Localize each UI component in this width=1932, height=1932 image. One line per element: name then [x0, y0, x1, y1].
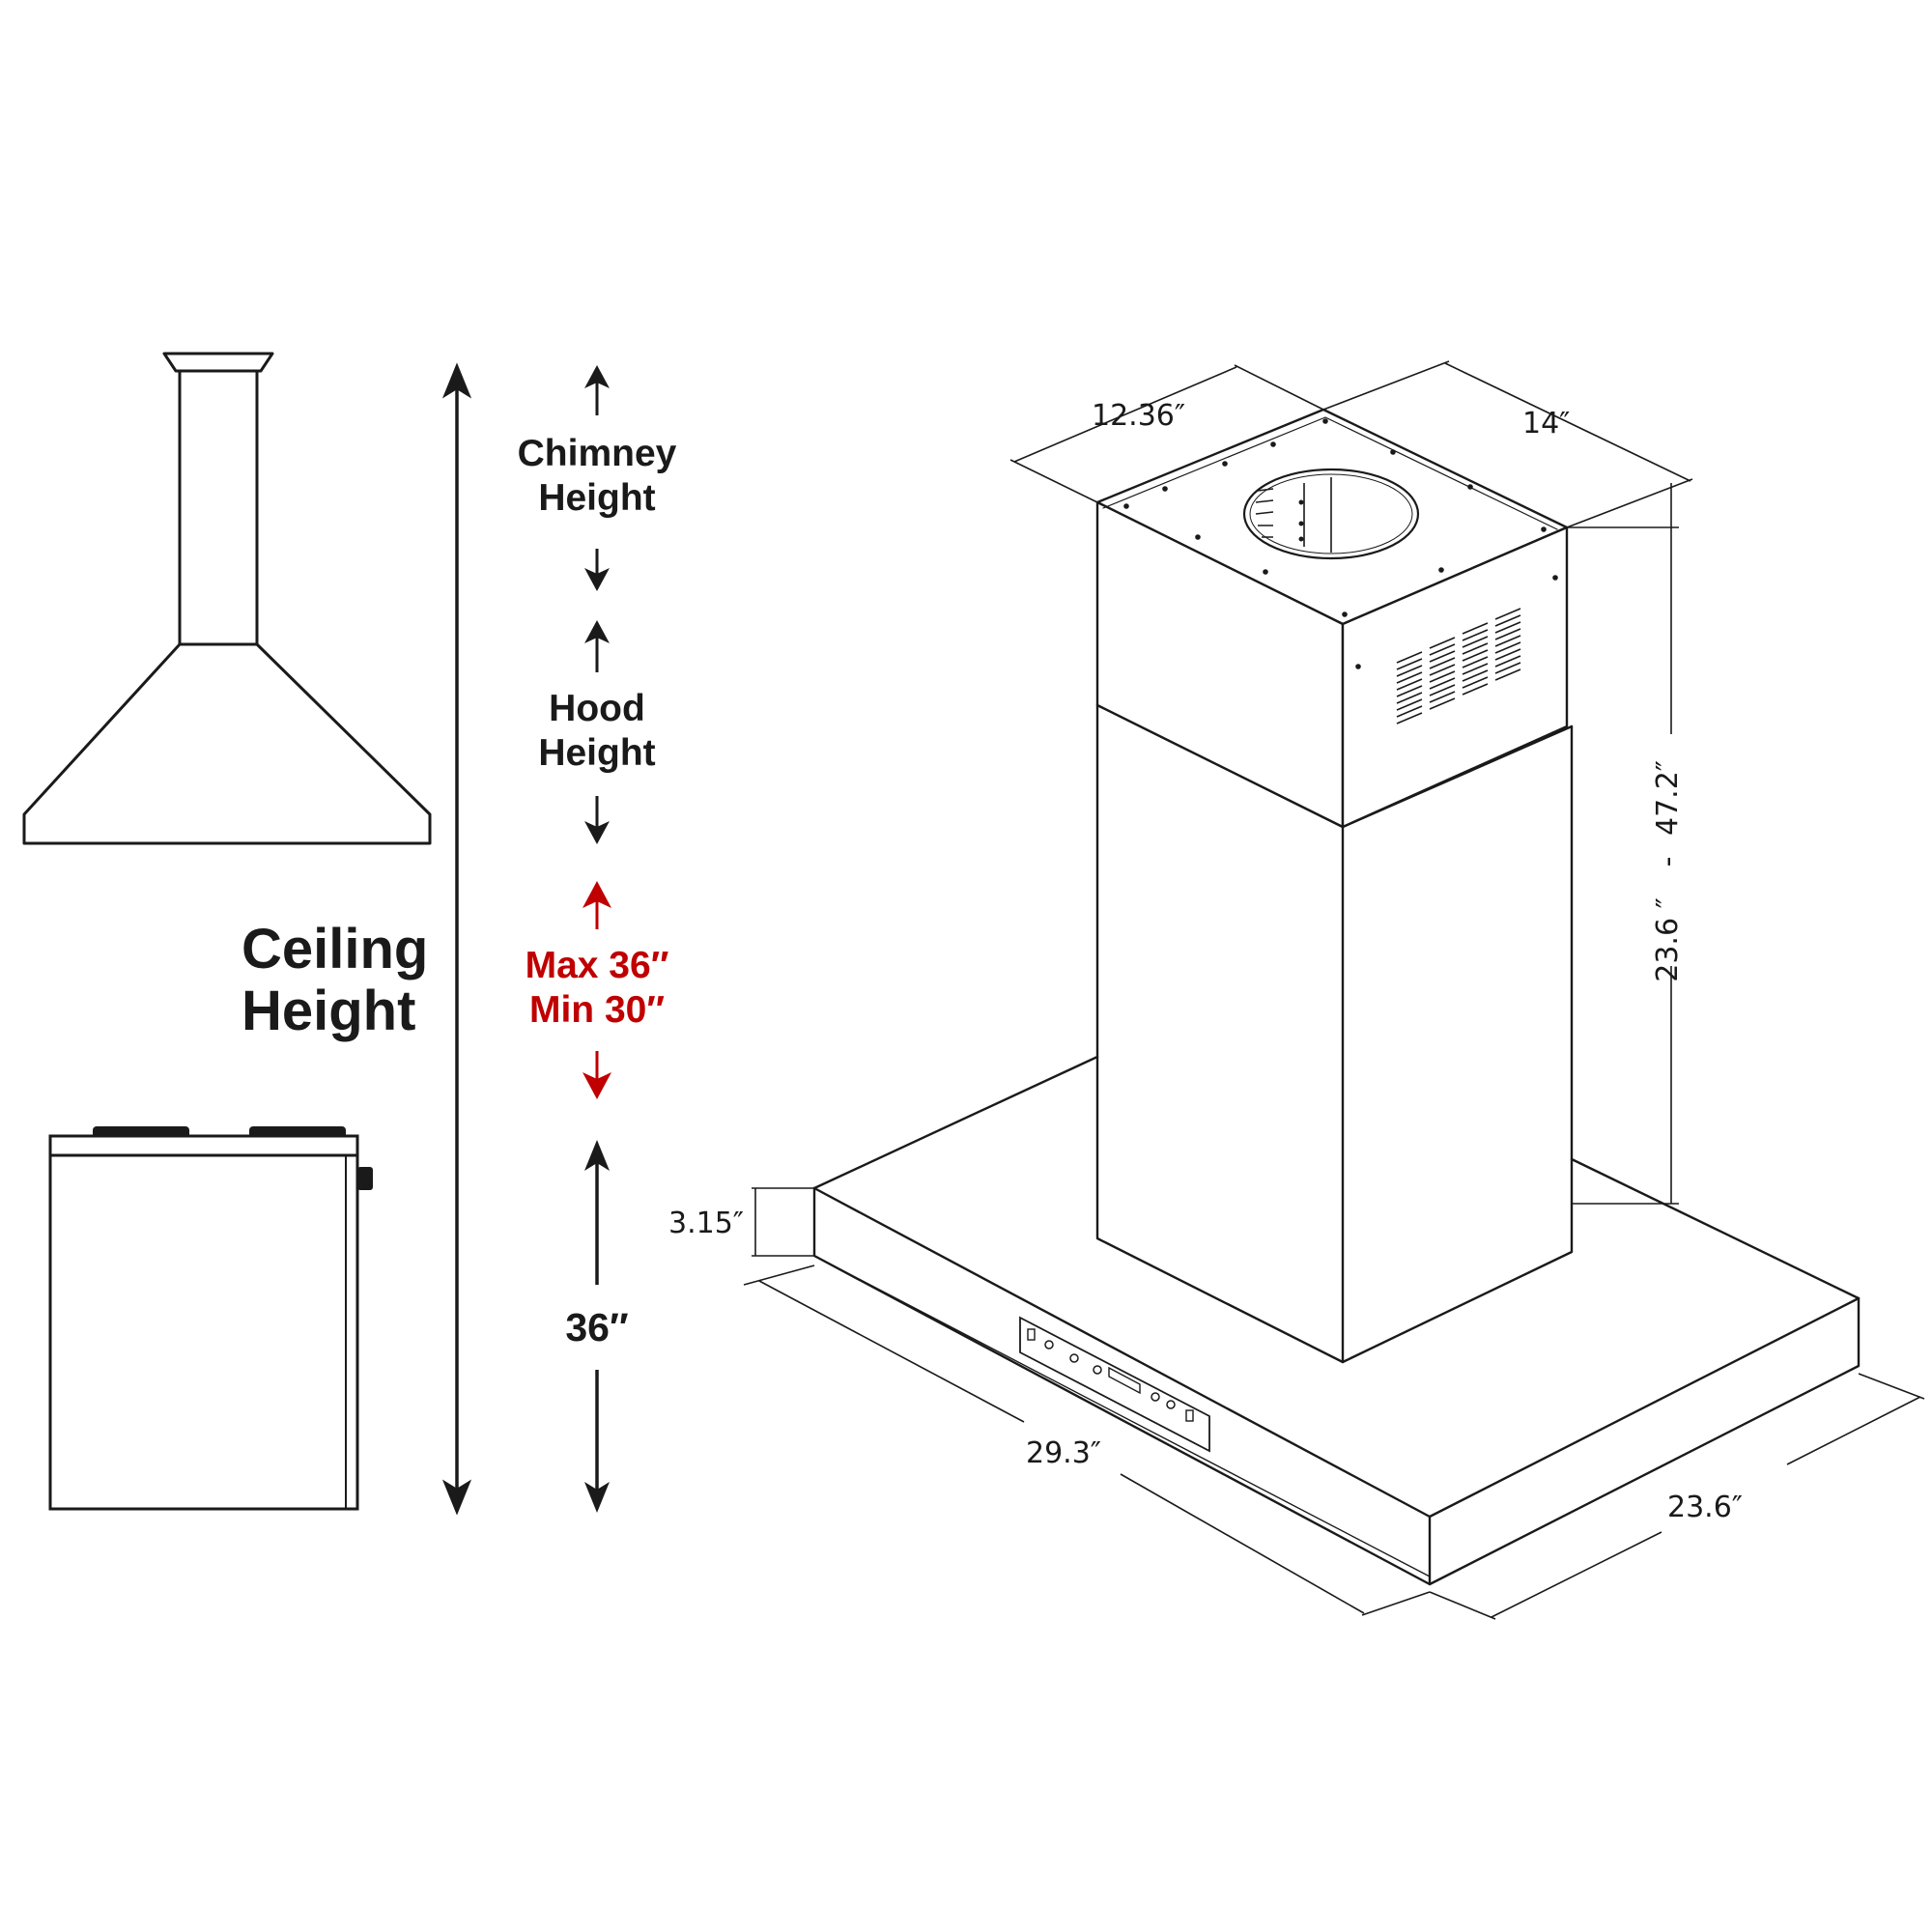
- ceiling-label-line2: Height: [242, 980, 415, 1042]
- cabinet-height-label: 36″: [565, 1305, 628, 1350]
- dimension-lines: [743, 360, 1925, 1620]
- hood-height-arrows: [584, 620, 610, 844]
- control-panel: [1019, 1316, 1210, 1453]
- dim-chimney-range: 23.6 ″ - 47.2″: [1651, 760, 1685, 982]
- dim-canopy-width: 29.3″: [1026, 1436, 1101, 1470]
- dim-top-depth: 12.36″: [1092, 399, 1185, 433]
- island-hood-drawing: [812, 408, 1861, 1586]
- chimney-height-arrows: [584, 365, 610, 591]
- dim-range-high: 47.2″: [1651, 760, 1685, 836]
- max-clearance-label: Max 36″: [526, 945, 669, 986]
- dim-canopy-depth: 23.6″: [1667, 1491, 1743, 1524]
- hood-label-line2: Height: [538, 732, 655, 774]
- range-stove-icon: [48, 1126, 373, 1511]
- cabinet-height-arrows: [584, 1140, 610, 1513]
- canopy: [812, 1055, 1861, 1586]
- chimney-hood-icon: [22, 352, 432, 845]
- chimney-label-line2: Height: [538, 477, 655, 519]
- vent-slots: [1396, 608, 1521, 724]
- dim-range-sep: -: [1651, 857, 1685, 867]
- duct-opening: [1242, 468, 1420, 560]
- dim-top-width: 14″: [1522, 407, 1570, 440]
- clearance-arrows: [582, 881, 611, 1099]
- min-clearance-label: Min 30″: [529, 989, 665, 1031]
- chimney-label-line1: Chimney: [518, 433, 677, 474]
- ceiling-height-arrow: [441, 362, 472, 1516]
- dim-canopy-thickness: 3.15″: [668, 1207, 744, 1240]
- hood-label-line1: Hood: [549, 688, 645, 729]
- dim-range-low: 23.6 ″: [1651, 897, 1685, 982]
- ceiling-label-line1: Ceiling: [242, 918, 428, 980]
- top-screws: [1123, 418, 1558, 669]
